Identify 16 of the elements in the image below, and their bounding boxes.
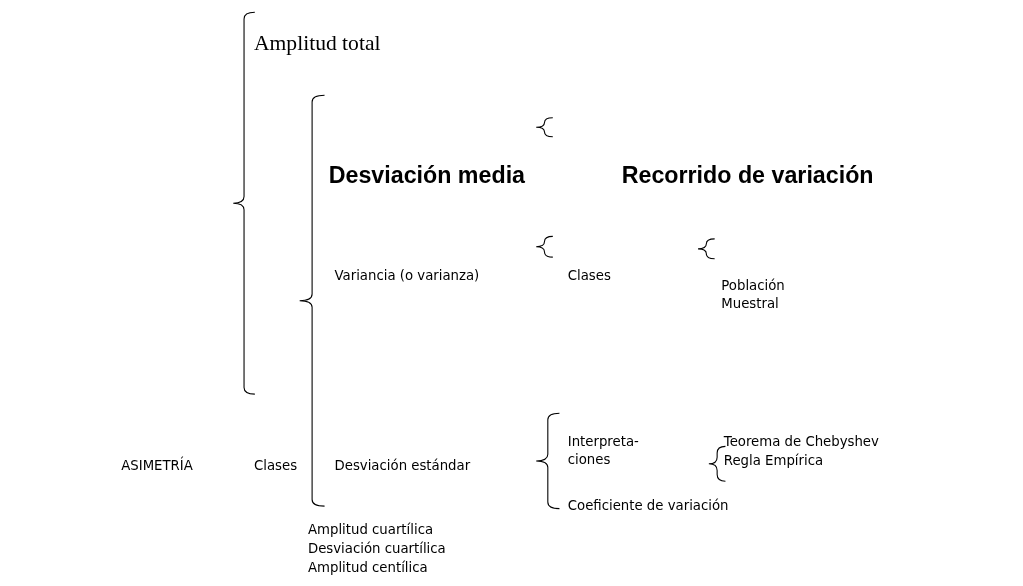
label-text: Regla Empírica	[723, 452, 824, 471]
label-text: Coeficiente de variación	[567, 497, 729, 515]
heading-text: Recorrido de variación	[621, 161, 874, 191]
label-text: Amplitud cuartílica	[307, 520, 434, 539]
label-text: Población	[721, 276, 785, 295]
label-text: Clases	[567, 266, 611, 285]
label-text: Amplitud total	[254, 30, 381, 58]
label-text: Desviación estándar	[334, 457, 471, 476]
label-text: Clases	[254, 457, 298, 476]
label-text: Variancia (o varianza)	[334, 266, 480, 285]
heading-text: Desviación media	[328, 161, 526, 191]
label-text: Muestral	[721, 294, 779, 313]
label-text: Desviación cuartílica	[307, 539, 446, 558]
label-text: ASIMETRÍA	[121, 457, 193, 476]
label-text: Amplitud centílica	[307, 558, 428, 577]
label-text: Teorema de Chebyshev	[723, 432, 879, 451]
